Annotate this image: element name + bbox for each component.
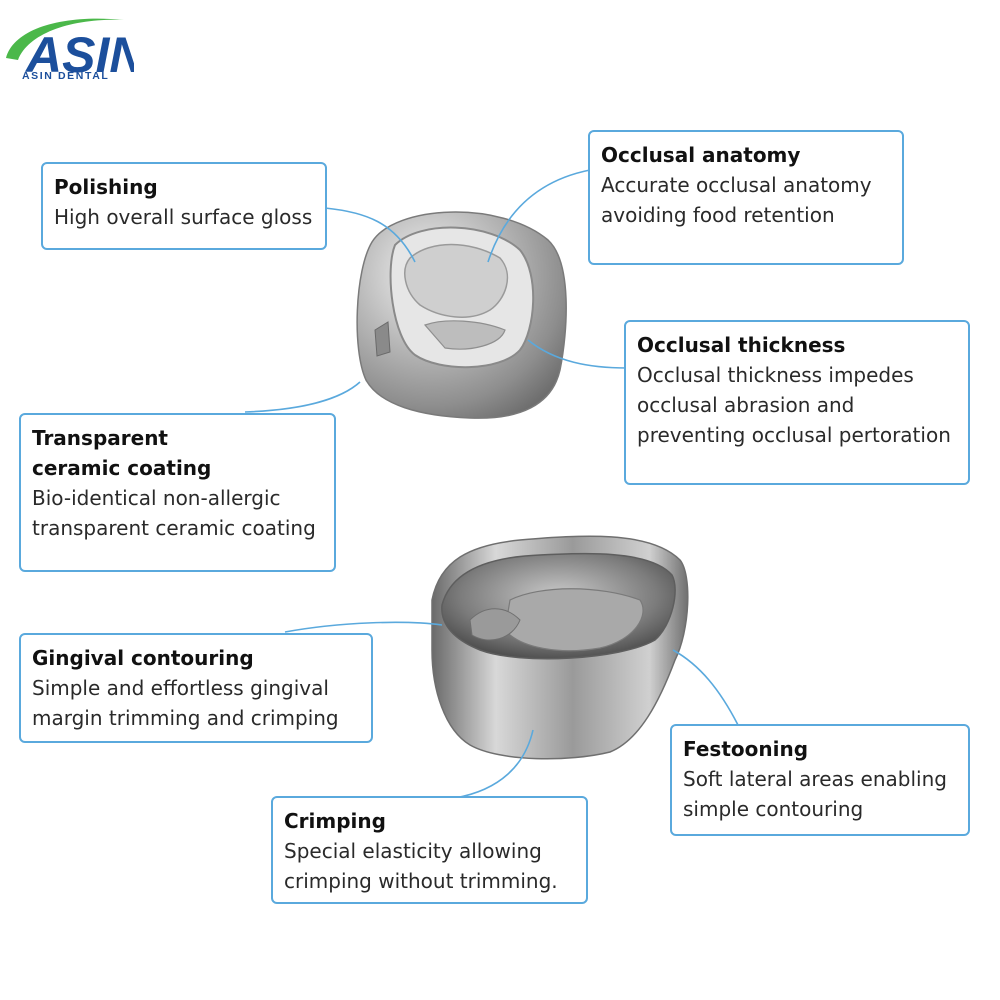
connector-festooning [672,649,739,726]
callout-occlusal-anatomy: Occlusal anatomy Accurate occlusal anato… [588,130,904,265]
callout-crimping: Crimping Special elasticity allowing cri… [271,796,588,904]
connector-crimping [454,729,534,799]
logo-wordmark: ASIN [24,27,134,83]
callout-title: Polishing [54,175,158,199]
asin-logo-mark: ASIN [6,18,146,83]
callout-description: Simple and effortless gingival margin tr… [32,676,339,730]
callout-transparent-coating: Transparent ceramic coating Bio-identica… [19,413,336,572]
callout-description: Occlusal thickness impedes occlusal abra… [637,363,951,447]
callout-description: Soft lateral areas enabling simple conto… [683,767,947,821]
connector-transparent-coating [244,381,361,413]
callout-title: Gingival contouring [32,646,254,670]
callout-polishing: Polishing High overall surface gloss [41,162,327,250]
connector-occlusal-anatomy [487,169,591,263]
callout-title: Crimping [284,809,386,833]
connector-gingival-contouring [284,621,443,633]
connector-polishing [324,207,416,263]
callout-description: Accurate occlusal anatomy avoiding food … [601,173,872,227]
callout-title: Transparent ceramic coating [32,426,212,480]
callout-occlusal-thickness: Occlusal thickness Occlusal thickness im… [624,320,970,485]
crown-top [356,211,567,419]
callout-title: Occlusal anatomy [601,143,801,167]
connector-occlusal-thickness [527,339,628,369]
callout-title: Occlusal thickness [637,333,846,357]
brand-subtitle: ASIN DENTAL [22,70,110,82]
crown-bottom [431,535,689,760]
callout-festooning: Festooning Soft lateral areas enabling s… [670,724,970,836]
callout-title: Festooning [683,737,809,761]
callout-description: Bio-identical non-allergic transparent c… [32,486,316,540]
brand-logo: ASIN [4,10,146,85]
callout-gingival-contouring: Gingival contouring Simple and effortles… [19,633,373,743]
callout-description: High overall surface gloss [54,205,313,229]
callout-description: Special elasticity allowing crimping wit… [284,839,558,893]
